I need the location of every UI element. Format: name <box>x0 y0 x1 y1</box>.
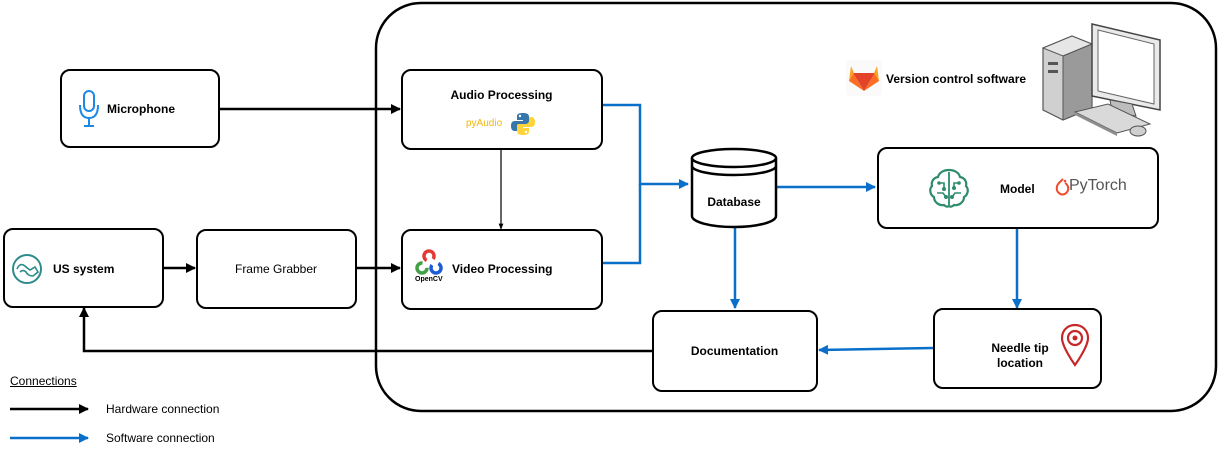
frame-grabber-label: Frame Grabber <box>234 262 318 276</box>
needle-tip-node: Needle tip location <box>933 308 1102 389</box>
version-control-label: Version control software <box>886 72 1027 86</box>
model-label: Model <box>1000 182 1035 196</box>
pyaudio-logo-text: pyAudio <box>466 118 503 129</box>
microphone-icon <box>79 90 99 127</box>
opencv-logo-text: OpenCV <box>415 276 443 283</box>
audio-processing-label: Audio Processing <box>450 88 553 102</box>
legend-title: Connections <box>10 374 77 388</box>
needle-tip-label-line1: Needle tip <box>991 341 1049 355</box>
video-processing-node: OpenCV Video Processing <box>401 229 603 310</box>
video-processing-label: Video Processing <box>452 262 553 276</box>
pytorch-logo-text: PyTorch <box>1069 177 1127 194</box>
needle-tip-label-line2: location <box>996 356 1043 370</box>
edge-documentation-to-us <box>79 307 652 353</box>
gitlab-icon <box>846 60 882 96</box>
microphone-node: Microphone <box>60 69 220 148</box>
computer-boundary <box>374 1 1218 413</box>
frame-grabber-node: Frame Grabber <box>196 229 357 309</box>
opencv-icon <box>415 249 443 275</box>
edge-audio-to-database <box>603 103 689 189</box>
location-pin-icon <box>1060 323 1090 367</box>
documentation-label: Documentation <box>690 344 779 358</box>
ultrasound-probe-icon <box>12 254 42 284</box>
desktop-computer-icon <box>1041 23 1161 137</box>
microphone-label: Microphone <box>107 102 175 116</box>
us-system-label: US system <box>53 262 115 276</box>
legend-hardware-label: Hardware connection <box>106 402 220 416</box>
database-icon <box>690 147 778 229</box>
audio-processing-node: Audio Processing pyAudio <box>401 69 603 150</box>
ai-brain-icon <box>929 168 969 208</box>
edge-needle-to-documentation <box>818 344 934 355</box>
pytorch-flame-icon <box>1055 178 1070 196</box>
python-icon <box>511 113 535 135</box>
model-node: Model PyTorch <box>877 147 1159 229</box>
documentation-node: Documentation <box>652 310 818 392</box>
database-label: Database <box>707 195 761 209</box>
us-system-node: US system <box>3 228 164 308</box>
edge-video-to-database <box>603 184 642 265</box>
legend-software-label: Software connection <box>106 431 215 445</box>
